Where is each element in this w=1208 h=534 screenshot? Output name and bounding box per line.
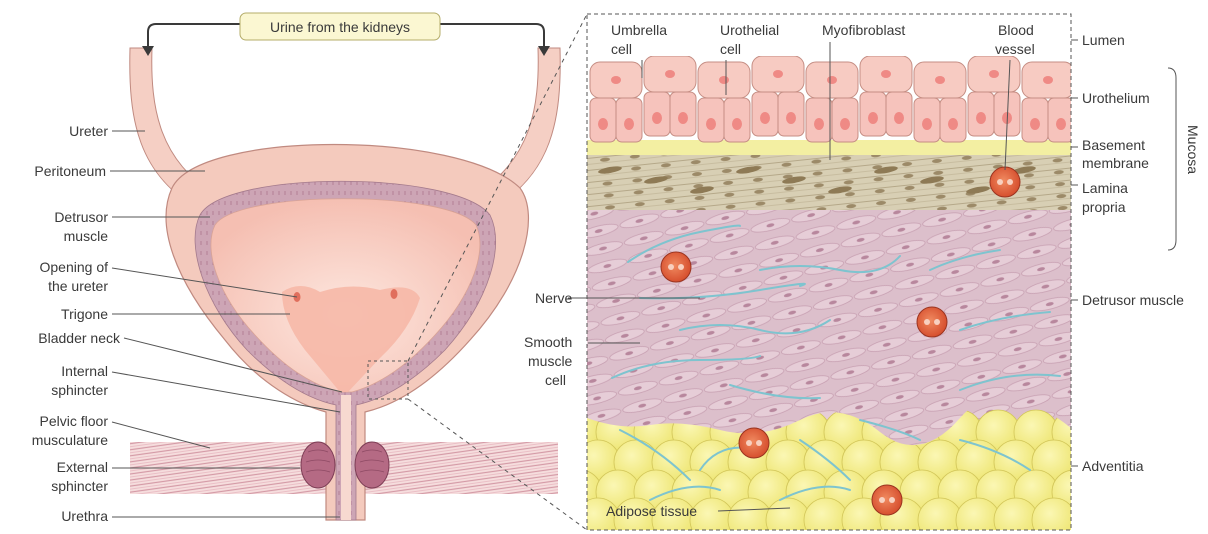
label-nerve: Nerve — [535, 290, 573, 306]
label-bladder-neck: Bladder neck — [38, 330, 121, 346]
label-peritoneum: Peritoneum — [34, 163, 106, 179]
cell-nucleus — [1056, 118, 1066, 130]
label-smooth-2: muscle — [528, 353, 573, 369]
label-trigone: Trigone — [61, 306, 108, 322]
label-mucosa: Mucosa — [1185, 125, 1201, 174]
urine-label-box: Urine from the kidneys — [240, 13, 440, 40]
cell-nucleus — [989, 70, 999, 78]
cell-nucleus — [922, 118, 932, 130]
vessel-cell — [1007, 179, 1013, 185]
left-labels: Ureter Peritoneum Detrusor muscle Openin… — [32, 123, 121, 524]
label-urothelial-1: Urothelial — [720, 22, 779, 38]
label-internal-1: Internal — [61, 363, 108, 379]
label-umbrella-2: cell — [611, 41, 632, 57]
label-pelvic-1: Pelvic floor — [40, 413, 109, 429]
label-adipose: Adipose tissue — [606, 503, 697, 519]
cell-nucleus — [840, 118, 850, 130]
cell-nucleus — [935, 76, 945, 84]
urothelium-cells — [590, 56, 1074, 142]
vessel-cell — [889, 497, 895, 503]
cell-nucleus — [948, 118, 958, 130]
layer-labels: Lumen Urothelium Basement membrane Lamin… — [1082, 32, 1201, 474]
vessel-cell — [924, 319, 930, 325]
label-detrusor-muscle: Detrusor muscle — [1082, 292, 1184, 308]
cell-nucleus — [881, 70, 891, 78]
vessel-cell — [668, 264, 674, 270]
cell-nucleus — [611, 76, 621, 84]
label-lamina-1: Lamina — [1082, 180, 1128, 196]
cell-nucleus — [624, 118, 634, 130]
vessel-cell — [678, 264, 684, 270]
label-basement-1: Basement — [1082, 137, 1145, 153]
blood-vessel — [917, 307, 947, 337]
label-internal-2: sphincter — [51, 382, 108, 398]
label-opening-2: the ureter — [48, 278, 108, 294]
label-pelvic-2: musculature — [32, 432, 108, 448]
label-lamina-2: propria — [1082, 199, 1126, 215]
label-urethra: Urethra — [61, 508, 108, 524]
label-detrusor-2: muscle — [64, 228, 109, 244]
label-blood-2: vessel — [995, 41, 1035, 57]
cell-nucleus — [868, 112, 878, 124]
vessel-cell — [934, 319, 940, 325]
label-smooth-3: cell — [545, 372, 566, 388]
cell-nucleus — [1030, 118, 1040, 130]
cell-nucleus — [598, 118, 608, 130]
blood-vessel — [872, 485, 902, 515]
cell-nucleus — [976, 112, 986, 124]
label-adventitia: Adventitia — [1082, 458, 1144, 474]
blood-vessel — [990, 167, 1020, 197]
label-blood-1: Blood — [998, 22, 1034, 38]
label-urothelial-2: cell — [720, 41, 741, 57]
blood-vessel — [739, 428, 769, 458]
cell-nucleus — [894, 112, 904, 124]
cell-nucleus — [760, 112, 770, 124]
urine-label: Urine from the kidneys — [270, 19, 410, 35]
label-opening-1: Opening of — [40, 259, 109, 275]
label-myofibroblast: Myofibroblast — [822, 22, 905, 38]
cell-nucleus — [1043, 76, 1053, 84]
label-umbrella-1: Umbrella — [611, 22, 667, 38]
vessel-cell — [756, 440, 762, 446]
cross-section — [558, 56, 1096, 534]
label-smooth-1: Smooth — [524, 334, 572, 350]
cell-nucleus — [814, 118, 824, 130]
label-lumen: Lumen — [1082, 32, 1125, 48]
cell-nucleus — [719, 76, 729, 84]
label-ureter: Ureter — [69, 123, 108, 139]
cell-nucleus — [786, 112, 796, 124]
cell-nucleus — [773, 70, 783, 78]
vessel-cell — [879, 497, 885, 503]
label-basement-2: membrane — [1082, 155, 1149, 171]
label-external-1: External — [57, 459, 108, 475]
blood-vessel — [661, 252, 691, 282]
cell-nucleus — [732, 118, 742, 130]
label-detrusor-1: Detrusor — [54, 209, 108, 225]
cell-nucleus — [678, 112, 688, 124]
ureter-opening-right — [391, 289, 398, 299]
label-urothelium: Urothelium — [1082, 90, 1150, 106]
cell-nucleus — [652, 112, 662, 124]
vessel-cell — [997, 179, 1003, 185]
vessel-cell — [746, 440, 752, 446]
cell-nucleus — [665, 70, 675, 78]
cell-nucleus — [827, 76, 837, 84]
label-external-2: sphincter — [51, 478, 108, 494]
cell-nucleus — [706, 118, 716, 130]
